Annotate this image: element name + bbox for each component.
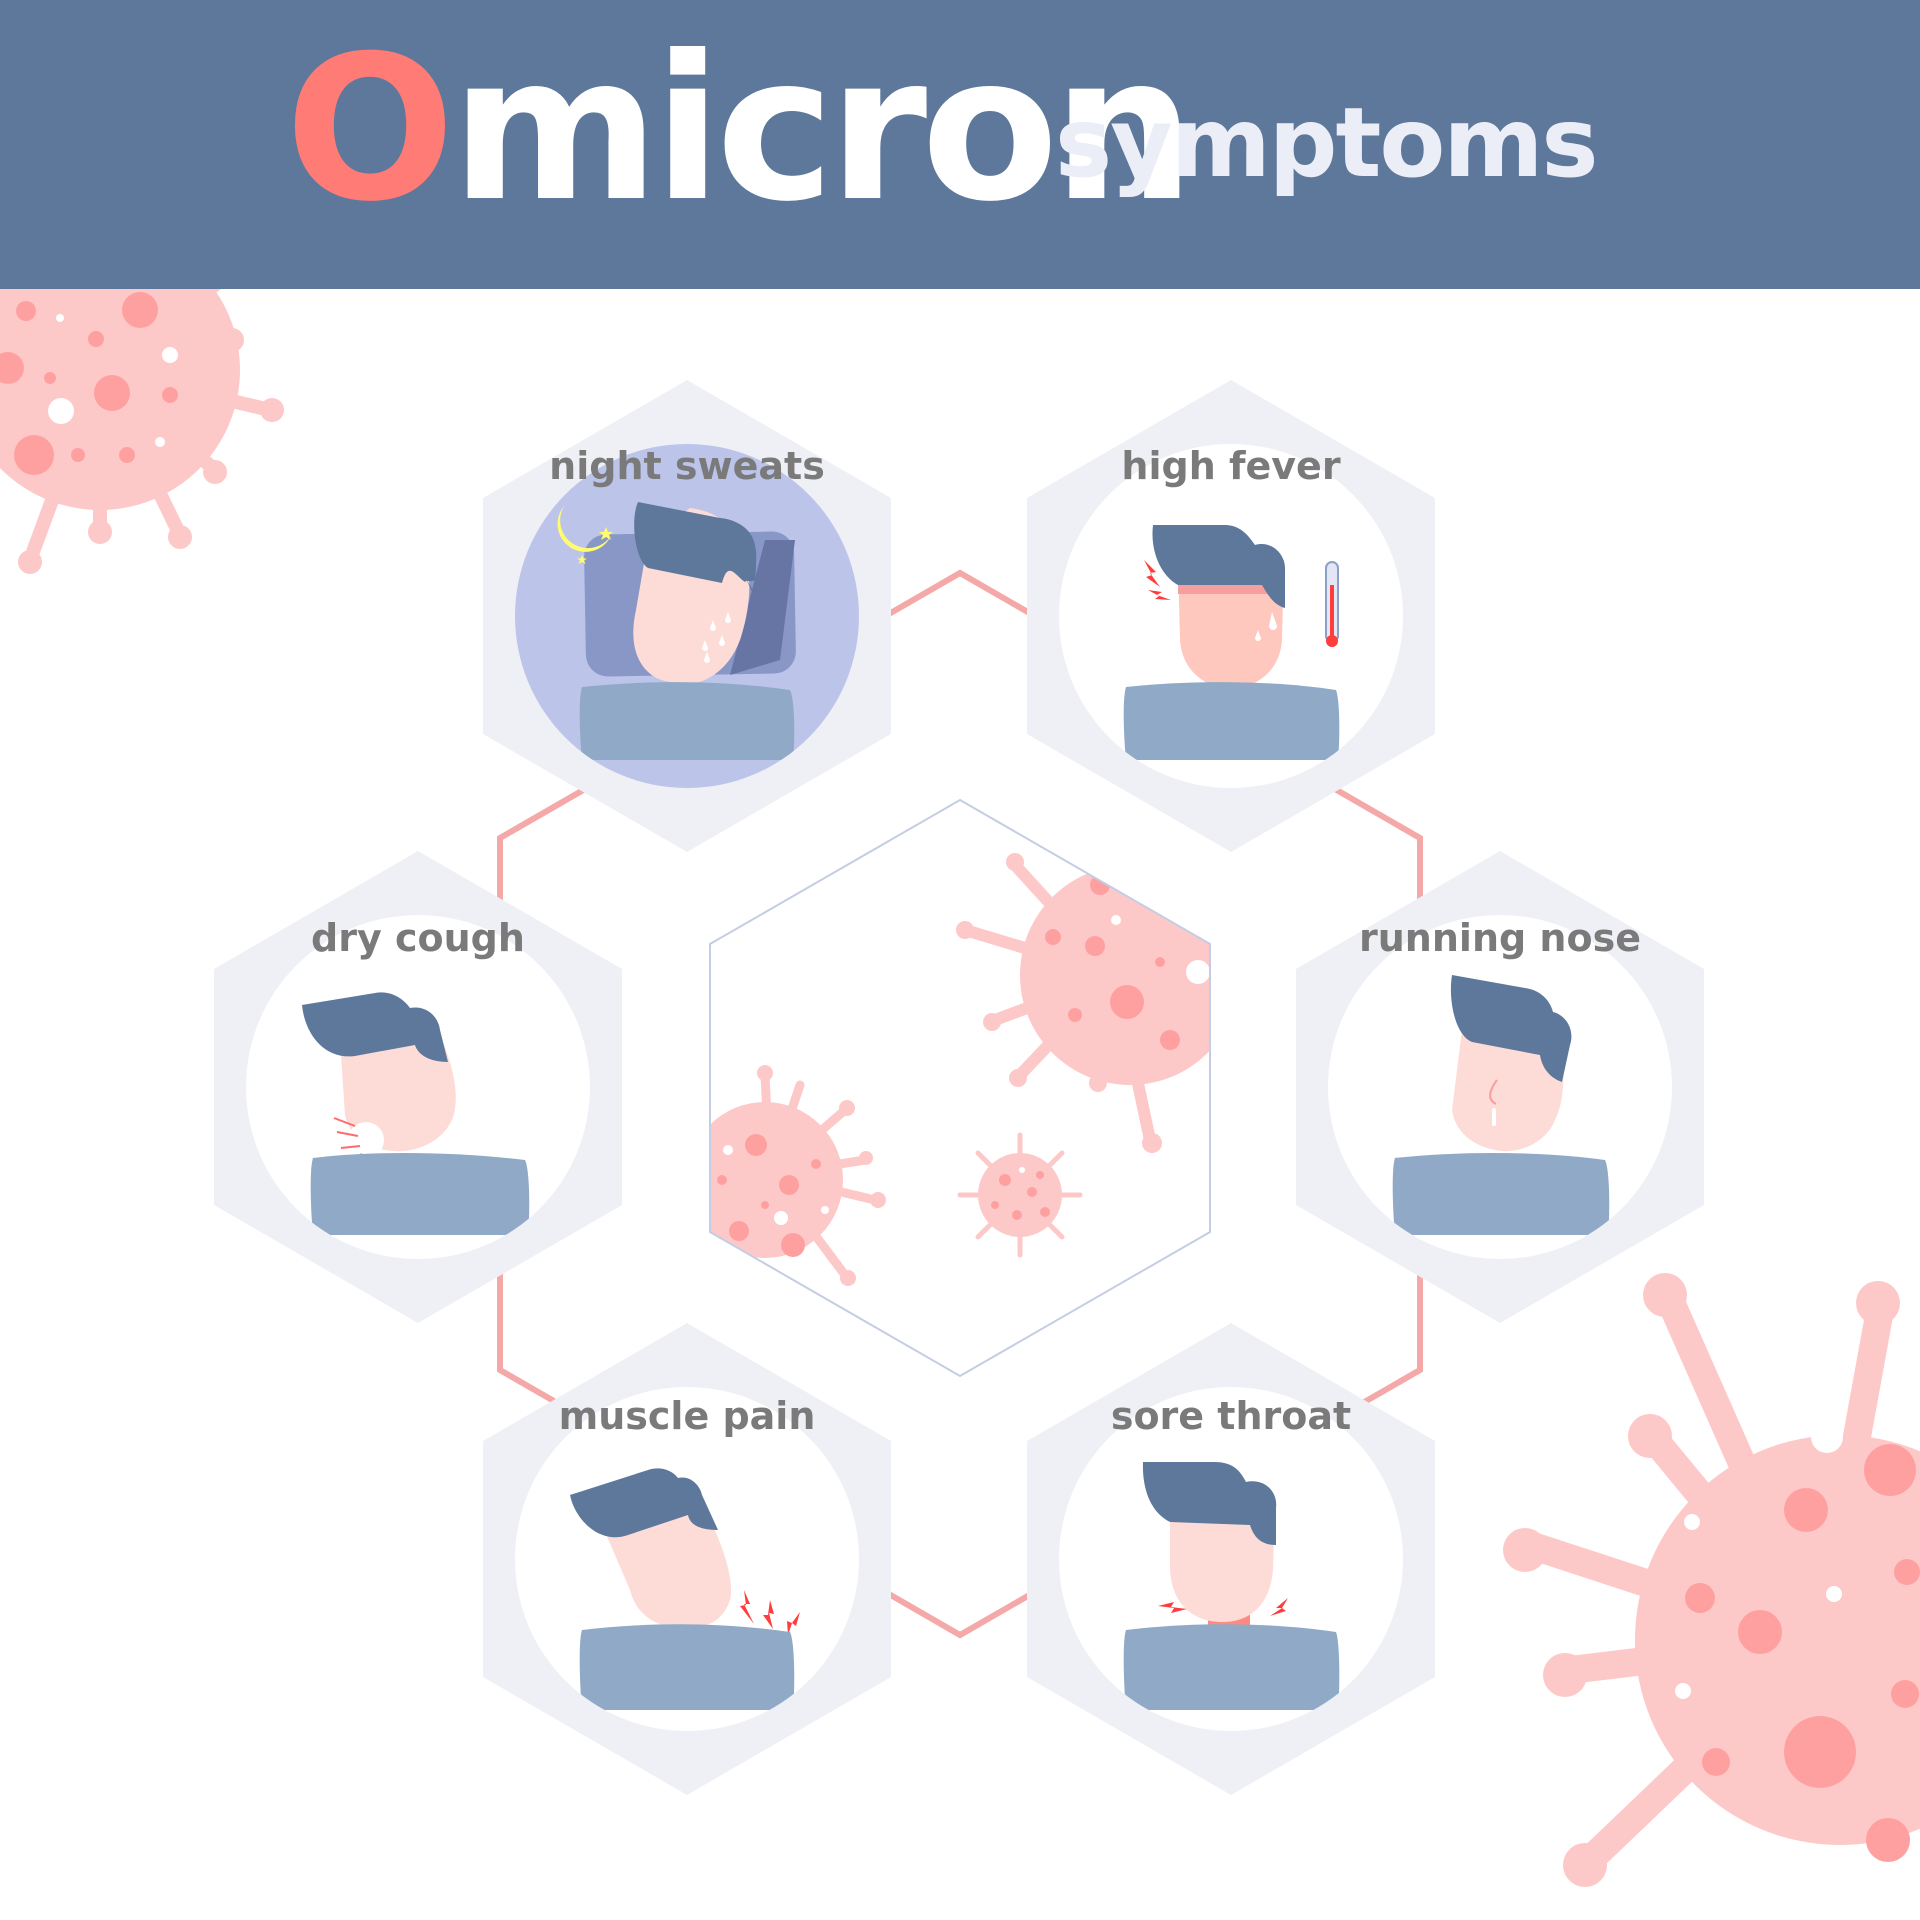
card-muscle-pain — [483, 1323, 891, 1795]
header-banner: Omicron symptoms — [0, 0, 1920, 289]
high-fever-icon — [1123, 525, 1340, 760]
card-high-fever — [1027, 380, 1435, 852]
page-subtitle: symptoms — [1055, 87, 1598, 199]
card-night-sweats — [483, 380, 891, 852]
sore-throat-icon — [1123, 1462, 1340, 1710]
center-virus-panel — [709, 798, 1211, 1378]
card-sore-throat — [1027, 1323, 1435, 1795]
symptom-label-running-nose: running nose — [1359, 916, 1641, 960]
card-dry-cough — [214, 851, 622, 1323]
muscle-pain-icon — [570, 1468, 800, 1710]
symptom-label-sore-throat: sore throat — [1110, 1394, 1352, 1438]
card-running-nose — [1296, 851, 1704, 1323]
title-rest: micron — [451, 13, 1195, 246]
dry-cough-icon — [302, 992, 530, 1235]
night-sweats-icon — [557, 502, 796, 760]
symptom-label-muscle-pain: muscle pain — [558, 1394, 816, 1438]
symptom-label-night-sweats: night sweats — [549, 444, 825, 488]
virus-decoration-bottom-right — [1503, 1273, 1920, 1887]
symptom-label-dry-cough: dry cough — [311, 916, 525, 960]
running-nose-icon — [1392, 975, 1610, 1235]
page-title: Omicron — [285, 30, 1195, 230]
symptom-label-high-fever: high fever — [1121, 444, 1341, 488]
title-first-letter: O — [285, 13, 455, 246]
virus-decoration-top-left — [0, 289, 284, 574]
connector-ring — [497, 569, 1423, 1639]
